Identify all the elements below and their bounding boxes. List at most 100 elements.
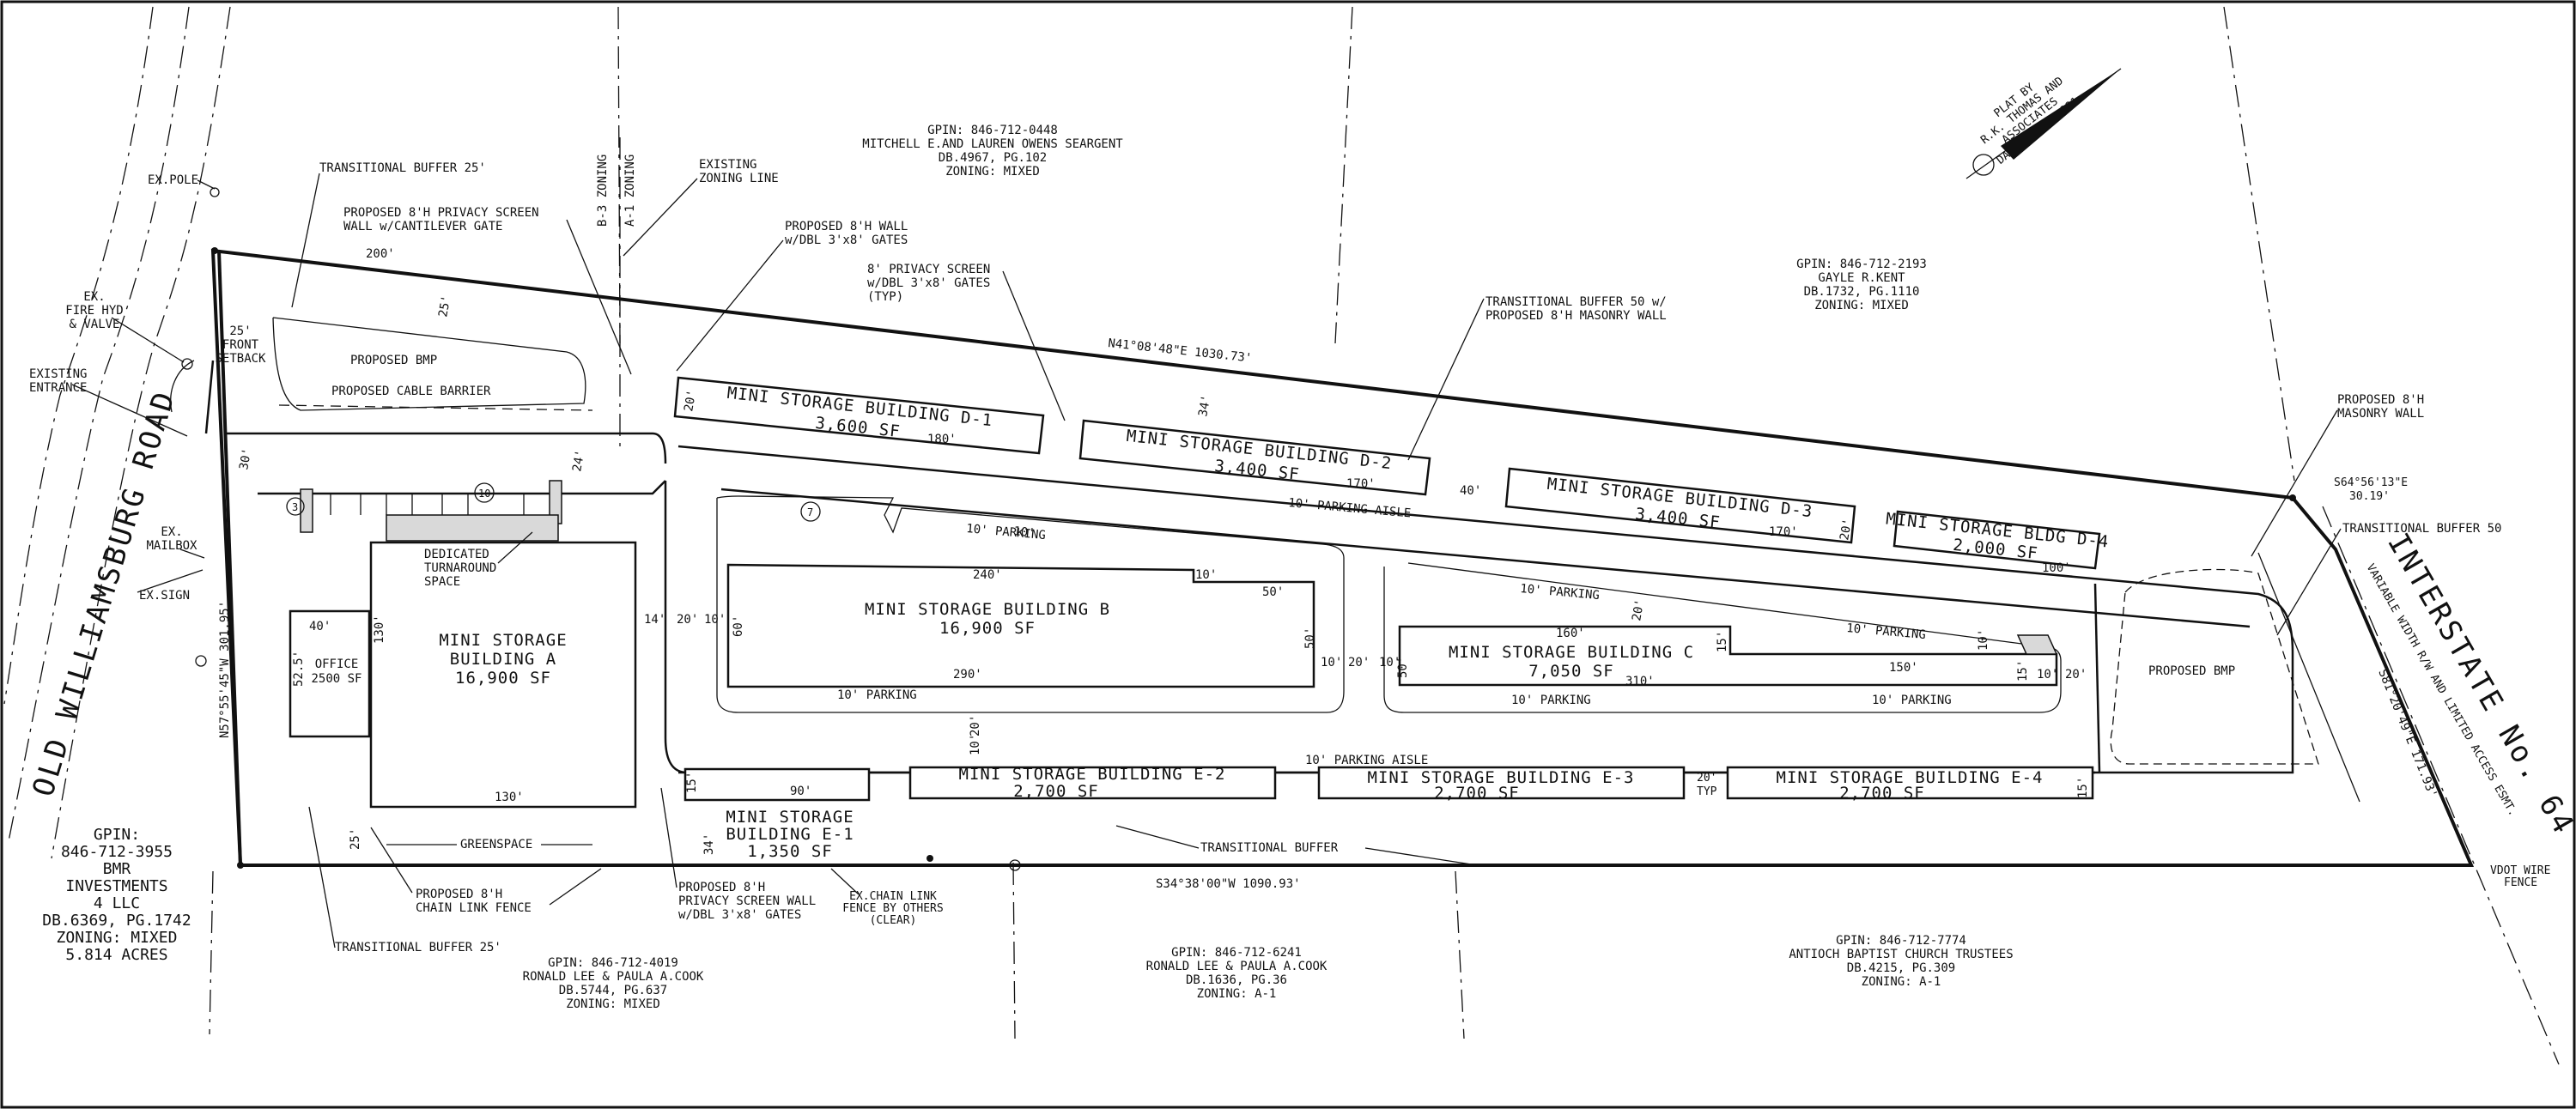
svg-text:40': 40' [1460,484,1481,498]
svg-text:20': 20' [1697,772,1716,785]
building-b: MINI STORAGE BUILDING B 16,900 SF [726,563,1315,688]
svg-text:VDOT WIRE: VDOT WIRE [2490,864,2550,877]
svg-text:60': 60' [732,615,745,637]
svg-text:150': 150' [1889,661,1918,675]
svg-text:TRANSITIONAL BUFFER 25': TRANSITIONAL BUFFER 25' [335,941,501,954]
svg-text:15': 15' [1716,631,1729,652]
svg-text:2,700 SF: 2,700 SF [1839,784,1925,803]
svg-text:ANTIOCH BAPTIST CHURCH TRUSTEE: ANTIOCH BAPTIST CHURCH TRUSTEES [1789,948,2013,961]
svg-text:14': 14' [644,613,665,627]
svg-text:846-712-3955: 846-712-3955 [61,843,173,861]
fence-gate-markers [195,247,2296,871]
svg-text:INTERSTATE No. 64: INTERSTATE No. 64 [2380,528,2576,842]
svg-text:10': 10' [1977,629,1990,651]
svg-text:DB.1732, PG.1110: DB.1732, PG.1110 [1804,285,1920,299]
svg-text:25': 25' [436,294,453,318]
callouts: EX.POLE TRANSITIONAL BUFFER 25' PROPOSED… [29,155,2550,954]
svg-text:MITCHELL E.AND LAUREN OWENS SE: MITCHELL E.AND LAUREN OWENS SEARGENT [862,137,1123,151]
svg-text:ZONING: MIXED: ZONING: MIXED [566,997,660,1011]
svg-text:BMR: BMR [103,860,131,878]
svg-text:PROPOSED CABLE BARRIER: PROPOSED CABLE BARRIER [331,385,491,398]
svg-text:10' PARKING: 10' PARKING [1520,582,1601,603]
svg-text:DB.6369, PG.1742: DB.6369, PG.1742 [42,912,191,930]
svg-text:40': 40' [309,620,331,633]
svg-text:GPIN: 846-712-7774: GPIN: 846-712-7774 [1836,934,1966,948]
svg-text:FENCE BY OTHERS: FENCE BY OTHERS [842,902,943,915]
svg-text:CHAIN LINK FENCE: CHAIN LINK FENCE [416,901,532,915]
svg-text:EX.: EX. [161,525,182,539]
svg-text:2500 SF: 2500 SF [311,672,361,686]
svg-text:310': 310' [1625,675,1655,688]
svg-text:A-1 ZONING: A-1 ZONING [623,155,637,227]
parcel-south-1: GPIN: 846-712-4019 RONALD LEE & PAULA A.… [523,956,704,1011]
svg-text:GPIN: 846-712-2193: GPIN: 846-712-2193 [1796,258,1927,271]
svg-text:10': 10' [1013,524,1036,541]
svg-text:PROPOSED 8'H: PROPOSED 8'H [678,881,765,894]
svg-text:DB.1636, PG.36: DB.1636, PG.36 [1186,973,1287,987]
north-arrow-icon [1965,68,2122,179]
svg-text:10' PARKING AISLE: 10' PARKING AISLE [1305,754,1428,767]
svg-text:FENCE: FENCE [2504,876,2537,889]
svg-text:RONALD LEE & PAULA A.COOK: RONALD LEE & PAULA A.COOK [523,970,704,984]
svg-text:52.5': 52.5' [292,651,306,687]
svg-text:PROPOSED 8'H MASONRY WALL: PROPOSED 8'H MASONRY WALL [1485,309,1667,323]
svg-text:PROPOSED 8'H: PROPOSED 8'H [416,888,502,901]
svg-text:100': 100' [2042,561,2071,575]
dimension-labels: 200' 25' 30' 24' 20' 34' 180' 170' 40' 1… [237,247,2090,855]
svg-text:MINI STORAGE BUILDING B: MINI STORAGE BUILDING B [865,600,1110,619]
svg-text:RONALD LEE & PAULA A.COOK: RONALD LEE & PAULA A.COOK [1146,960,1327,973]
svg-text:EX.SIGN: EX.SIGN [139,589,190,603]
parcel-north: GPIN: 846-712-0448 MITCHELL E.AND LAUREN… [862,124,1123,179]
svg-text:10': 10' [969,734,982,755]
svg-text:SPACE: SPACE [424,575,460,589]
svg-text:OFFICE: OFFICE [315,658,359,671]
parcel-south-3: GPIN: 846-712-7774 ANTIOCH BAPTIST CHURC… [1789,934,2013,989]
building-e2: MINI STORAGE BUILDING E-2 2,700 SF [908,765,1277,801]
svg-text:MINI STORAGE: MINI STORAGE [439,631,567,650]
svg-text:ZONING: A-1: ZONING: A-1 [1862,975,1941,989]
svg-text:TRANSITIONAL BUFFER 50: TRANSITIONAL BUFFER 50 [2342,522,2501,536]
svg-text:30': 30' [237,447,254,471]
svg-text:10': 10' [1321,656,1342,670]
svg-text:FRONT: FRONT [222,338,259,352]
svg-text:DB.4215, PG.309: DB.4215, PG.309 [1847,961,1955,975]
office-building: OFFICE 2500 SF [289,609,371,738]
svg-text:MASONRY WALL: MASONRY WALL [2337,407,2424,421]
svg-text:170': 170' [1346,477,1376,491]
svg-text:(TYP): (TYP) [867,290,903,304]
svg-text:DB.4967, PG.102: DB.4967, PG.102 [939,151,1047,165]
svg-text:& VALVE: & VALVE [69,318,119,331]
svg-text:N57°55'45"W 301.95': N57°55'45"W 301.95' [218,601,232,738]
svg-text:TYP: TYP [1697,785,1717,798]
parking-count-markers: 3 10 7 [286,482,821,522]
svg-text:10' PARKING: 10' PARKING [1511,694,1591,707]
building-e4: MINI STORAGE BUILDING E-4 2,700 SF [1726,766,2094,803]
svg-text:16,900 SF: 16,900 SF [455,669,551,688]
svg-text:160': 160' [1556,627,1585,640]
svg-text:PROPOSED BMP: PROPOSED BMP [350,354,437,367]
svg-text:S64°56'13"E: S64°56'13"E [2334,476,2408,489]
svg-text:15': 15' [2016,660,2030,682]
svg-text:GPIN: 846-712-6241: GPIN: 846-712-6241 [1171,946,1302,960]
svg-text:290': 290' [953,668,982,682]
svg-text:EX.CHAIN LINK: EX.CHAIN LINK [849,890,937,903]
svg-text:10' PARKING: 10' PARKING [1872,694,1952,707]
svg-text:16,900 SF: 16,900 SF [939,619,1036,638]
svg-text:10': 10' [1195,568,1217,582]
building-d3: MINI STORAGE BUILDING D-3 3,400 SF [1504,467,1856,544]
svg-text:MINI STORAGE: MINI STORAGE [726,808,854,827]
entrance-drive [170,317,667,542]
svg-text:ZONING: MIXED: ZONING: MIXED [945,165,1040,179]
svg-text:BUILDING A: BUILDING A [450,650,556,669]
svg-text:15': 15' [2076,777,2090,798]
svg-text:10' PARKING AISLE: 10' PARKING AISLE [1288,496,1412,520]
svg-text:180': 180' [927,433,957,446]
svg-text:10' PARKING: 10' PARKING [966,522,1047,542]
parcel-lines [209,6,2560,1065]
svg-text:S34°38'00"W 1090.93': S34°38'00"W 1090.93' [1156,877,1301,891]
svg-text:PRIVACY SCREEN WALL: PRIVACY SCREEN WALL [678,894,816,908]
svg-text:50': 50' [1262,585,1284,599]
svg-text:ZONING: MIXED: ZONING: MIXED [57,929,178,947]
